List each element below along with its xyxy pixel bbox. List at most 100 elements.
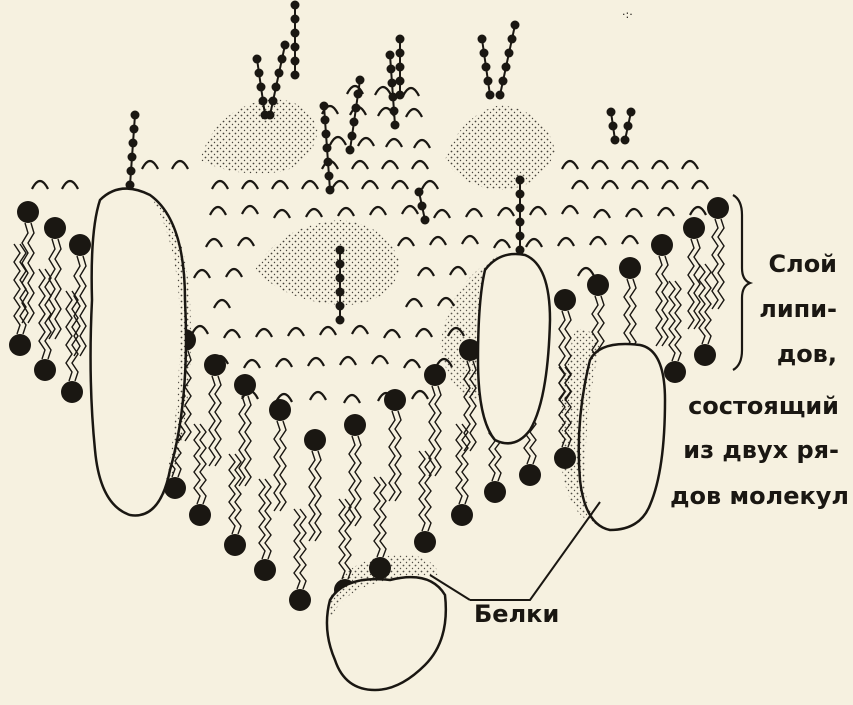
head-arc	[256, 329, 272, 337]
head-arc	[375, 87, 391, 95]
lipid-molecule	[707, 197, 729, 309]
head-arc	[414, 140, 430, 148]
head-arc	[590, 237, 606, 245]
lipid-molecule	[683, 217, 705, 329]
head-arc	[682, 161, 698, 169]
head-arc	[658, 208, 674, 216]
head-arc	[384, 330, 400, 338]
svg-text:·:·: ·:·	[622, 8, 633, 21]
head-arc	[142, 161, 158, 169]
head-arc	[192, 326, 208, 334]
head-arc	[592, 161, 608, 169]
head-arc	[330, 137, 346, 145]
head-arc	[238, 238, 254, 246]
protein-middle	[478, 254, 550, 443]
head-arc	[626, 209, 642, 217]
head-arc	[340, 357, 356, 365]
head-arc	[632, 181, 648, 189]
head-arc	[406, 299, 422, 307]
head-arc	[370, 207, 386, 215]
head-arc	[558, 238, 574, 246]
head-arc	[386, 139, 402, 147]
head-arc	[412, 391, 428, 399]
glycan-chain	[396, 35, 405, 100]
lipid-molecule	[254, 479, 276, 581]
lipid-label-line-5: из двух ря-	[683, 432, 839, 468]
head-arc	[652, 161, 668, 169]
head-arc	[562, 206, 578, 214]
head-arc	[422, 181, 438, 189]
lipid-molecule	[384, 389, 406, 501]
head-arc	[406, 109, 422, 117]
head-arc	[450, 267, 466, 275]
head-arc	[494, 240, 510, 248]
lipid-molecule	[289, 509, 311, 611]
head-arc	[402, 206, 418, 214]
lipid-molecule	[414, 451, 436, 553]
head-arc	[194, 270, 210, 278]
protein-blob	[200, 99, 318, 173]
lipid-molecule	[269, 399, 291, 511]
head-arc	[62, 181, 78, 189]
head-arc	[412, 161, 428, 169]
head-arc	[622, 161, 638, 169]
lipid-molecule	[234, 374, 256, 486]
head-arc	[578, 268, 594, 276]
lipid-molecule	[344, 414, 366, 526]
head-arc	[438, 298, 454, 306]
head-arc	[418, 268, 434, 276]
head-arc	[276, 359, 292, 367]
proteins-label: Белки	[474, 600, 559, 628]
lipid-molecule	[204, 354, 226, 466]
glycan-chain	[320, 102, 335, 195]
head-arc	[462, 236, 478, 244]
head-arc	[310, 392, 326, 400]
lipid-label-line-2: липи-	[759, 291, 837, 327]
head-arc	[530, 207, 546, 215]
head-arc	[466, 209, 482, 217]
head-arc	[690, 207, 706, 215]
head-arc	[392, 181, 408, 189]
glycan-chain	[291, 1, 300, 80]
glycan-chain	[346, 76, 365, 155]
head-arc	[526, 239, 542, 247]
head-arc	[372, 356, 388, 364]
protein-blob	[445, 105, 555, 190]
head-arc	[274, 210, 290, 218]
head-arc	[662, 181, 678, 189]
lipid-molecule	[451, 424, 473, 526]
head-arc	[244, 360, 260, 368]
lipid-molecule	[189, 424, 211, 526]
head-arc	[434, 210, 450, 218]
lipid-molecule	[304, 429, 326, 541]
protein-blob	[255, 220, 400, 305]
head-arc	[572, 181, 588, 189]
head-arc	[242, 206, 258, 214]
head-arc	[332, 181, 348, 189]
lipid-molecule	[664, 281, 686, 383]
glycan-chain	[621, 108, 636, 145]
head-arc	[358, 138, 374, 146]
lipid-label-line-1: Слой	[769, 246, 838, 282]
head-arc	[272, 181, 288, 189]
head-arc	[352, 161, 368, 169]
head-arc	[308, 358, 324, 366]
head-arc	[352, 326, 368, 334]
head-arc	[692, 181, 708, 189]
head-arc	[224, 330, 240, 338]
head-arc	[594, 210, 610, 218]
head-arc	[404, 360, 420, 368]
head-arc	[338, 208, 354, 216]
head-arc	[172, 161, 188, 169]
glycan-chain	[607, 108, 620, 145]
lipid-molecule	[424, 364, 446, 476]
head-arc	[320, 327, 336, 335]
lipid-label-line-6: дов молекул	[670, 478, 849, 514]
glycan-chain	[126, 111, 140, 190]
glycan-chain	[496, 21, 520, 100]
lipid-molecule	[69, 234, 91, 356]
head-arc	[206, 239, 222, 247]
head-arc	[602, 181, 618, 189]
head-arc	[622, 236, 638, 244]
